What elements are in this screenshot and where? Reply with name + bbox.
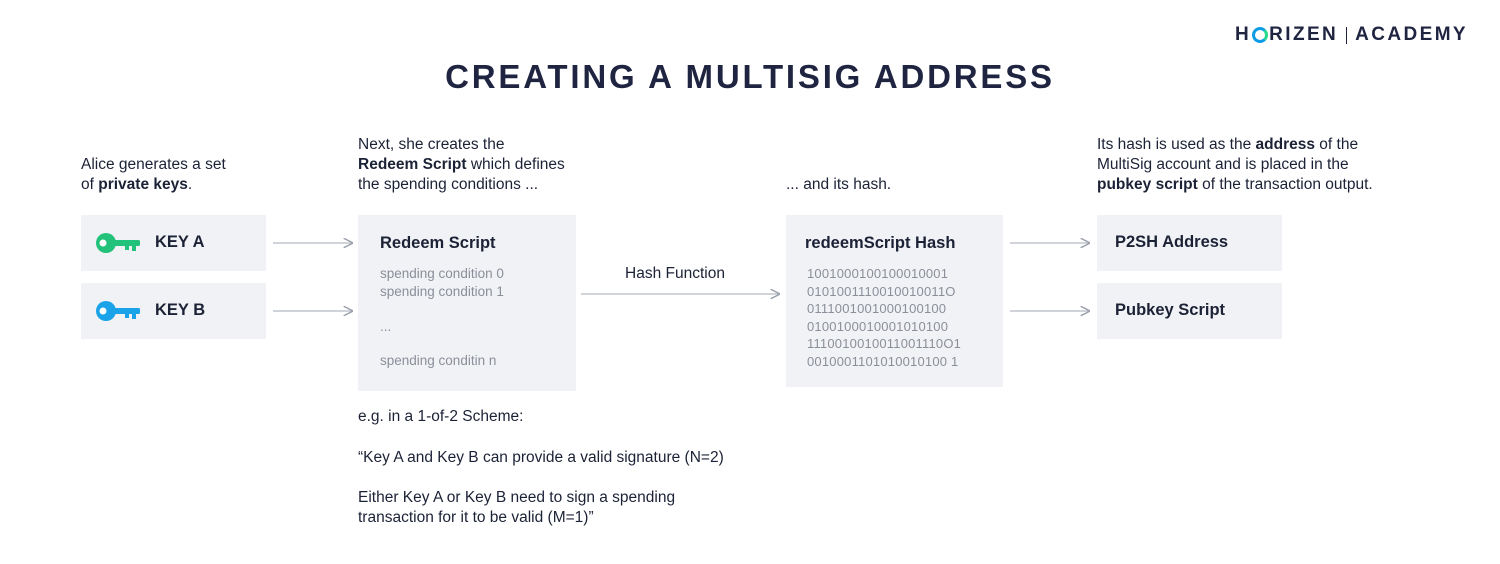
key-a-box: KEY A [81, 215, 266, 271]
logo-o-ring-icon [1252, 27, 1269, 43]
caption-hash: ... and its hash. [786, 176, 892, 193]
pubkey-script-label: Pubkey Script [1115, 301, 1226, 319]
caption-address: Its hash is used as the address of the M… [1097, 135, 1477, 195]
redeem-script-title: Redeem Script [380, 234, 496, 252]
caption-text: which defines [466, 156, 565, 173]
redeem-script-box: Redeem Script spending condition 0 spend… [358, 215, 576, 391]
example-heading: e.g. in a 1-of-2 Scheme: [358, 408, 524, 425]
caption-text: Its hash is used as the [1097, 136, 1256, 153]
page-title: CREATING A MULTISIG ADDRESS [445, 58, 1055, 95]
caption-line: Redeem Script which defines [358, 155, 618, 175]
caption-bold: pubkey script [1097, 176, 1198, 193]
hash-title: redeemScript Hash [805, 234, 956, 252]
spending-condition-ellipsis: ... [380, 319, 392, 334]
logo-divider [1346, 26, 1348, 44]
caption-text: . [187, 176, 193, 193]
redeemscript-hash-box: redeemScript Hash 1001000100100010001 01… [786, 215, 1003, 387]
hash-line: 0100100010001010100 [807, 318, 949, 334]
hash-line: 0111001001000100100 [807, 301, 947, 316]
hash-function-label: Hash Function [625, 265, 725, 282]
caption-line: Next, she creates the [358, 136, 505, 153]
example-m-line: Either Key A or Key B need to sign a spe… [358, 489, 676, 506]
caption-bold: Redeem Script [358, 156, 467, 173]
example-m-line: transaction for it to be valid (M=1)” [358, 509, 594, 526]
caption-redeem-script: Next, she creates the Redeem Script whic… [358, 135, 618, 195]
caption-bold: address [1255, 136, 1315, 153]
hash-line: 0101001110010010011O [807, 283, 956, 299]
logo-rizen: RIZEN [1269, 24, 1339, 45]
caption-line: pubkey script of the transaction output. [1097, 175, 1477, 195]
spending-condition: spending conditin n [380, 353, 497, 368]
key-b-box: KEY B [81, 283, 266, 339]
hash-line: 1110010010011001110O1 [807, 336, 962, 351]
caption-text: of [81, 176, 99, 193]
horizen-academy-logo: H RIZEN ACADEMY [1235, 24, 1468, 46]
caption-line: Its hash is used as the address of the [1097, 135, 1477, 155]
caption-line: MultiSig account and is placed in the [1097, 156, 1349, 173]
key-a-label: KEY A [155, 233, 205, 251]
caption-text: of the transaction output. [1197, 176, 1373, 193]
logo-h: H [1235, 24, 1252, 45]
p2sh-address-box: P2SH Address [1097, 215, 1282, 271]
spending-condition: spending condition 0 [380, 266, 504, 281]
caption-private-keys: Alice generates a set of private keys. [81, 155, 311, 195]
caption-bold: private keys [98, 176, 188, 193]
key-b-icon [96, 301, 140, 321]
caption-line: of private keys. [81, 175, 311, 195]
hash-lines: 1001000100100010001 0101001110010010011O… [807, 265, 961, 370]
example-n-rule: “Key A and Key B can provide a valid sig… [358, 449, 724, 466]
hash-line: 1001000100100010001 [807, 266, 949, 281]
logo-academy: ACADEMY [1355, 24, 1468, 45]
pubkey-script-box: Pubkey Script [1097, 283, 1282, 339]
caption-text: of the [1315, 136, 1359, 153]
hash-line: 0010001101010010100 1 [807, 353, 959, 369]
key-a-icon [96, 233, 140, 253]
caption-line: the spending conditions ... [358, 176, 539, 193]
key-b-label: KEY B [155, 301, 206, 319]
spending-condition: spending condition 1 [380, 284, 504, 299]
p2sh-address-label: P2SH Address [1115, 233, 1229, 251]
example-m-rule: Either Key A or Key B need to sign a spe… [358, 488, 675, 528]
caption-line: Alice generates a set [81, 156, 226, 173]
